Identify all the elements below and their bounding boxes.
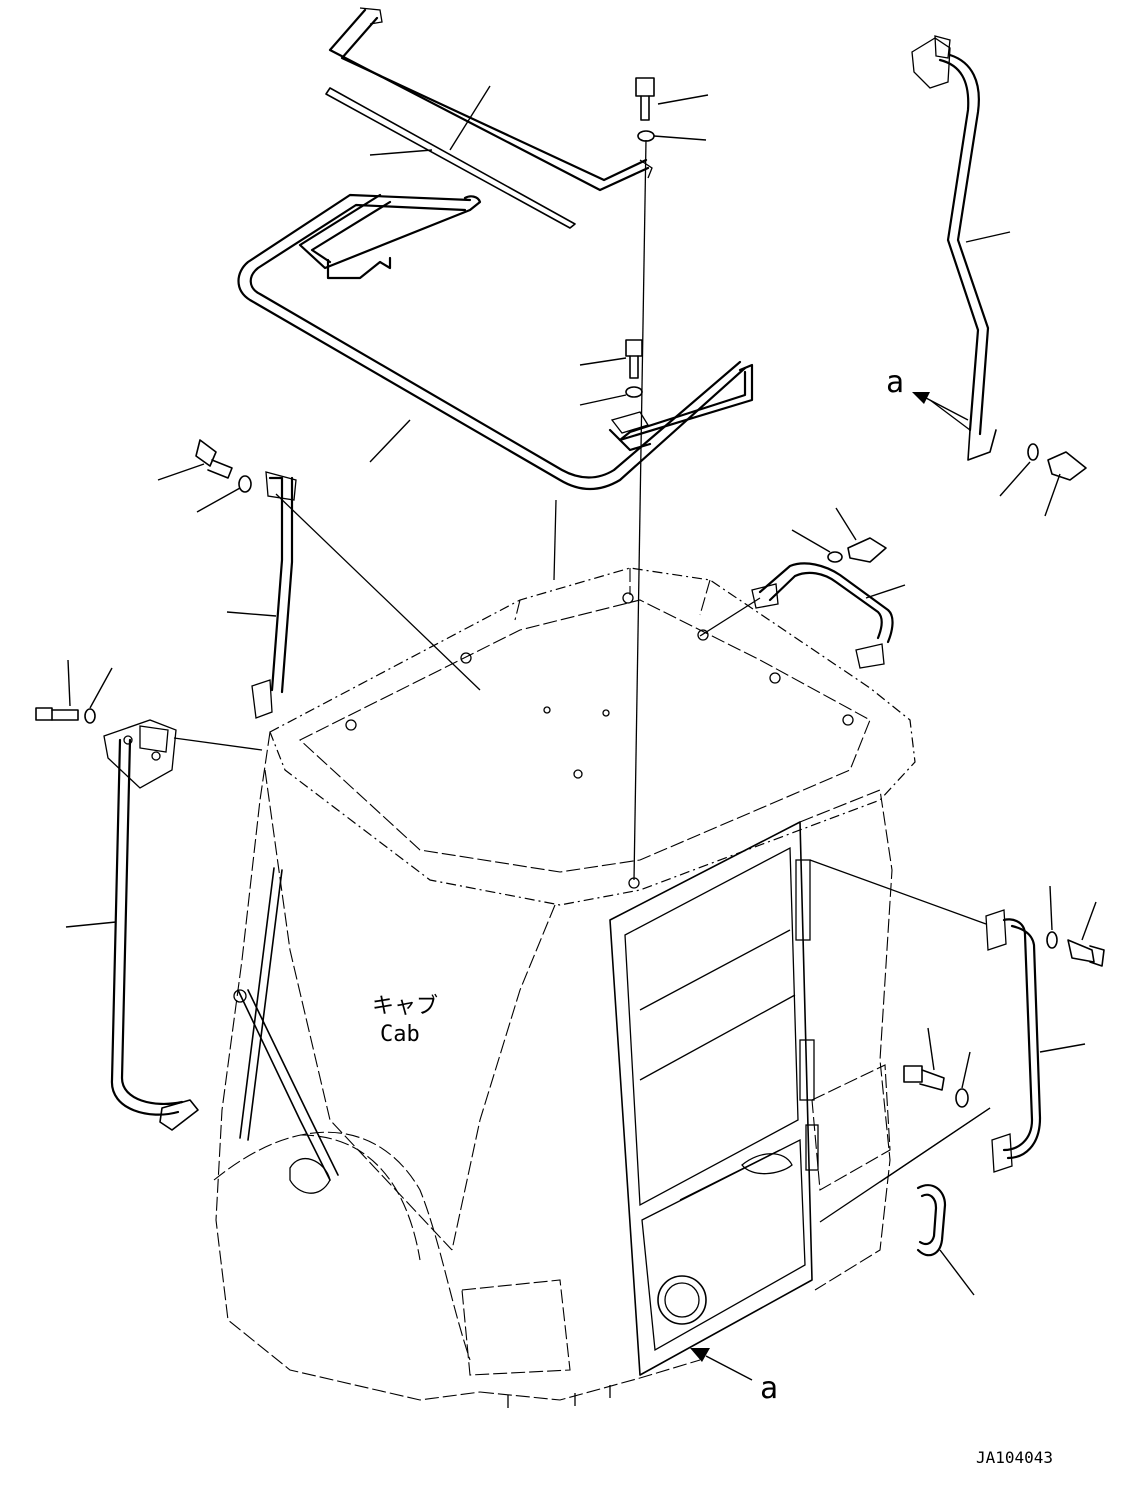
leader-lines [65, 85, 1097, 1296]
bolt-washer-set-center [625, 77, 655, 881]
view-arrow-a-bottom [690, 1348, 753, 1381]
cab-body [213, 567, 916, 1408]
grab-handle-rear-upper [751, 562, 894, 669]
grab-handle-rear-lower [916, 1184, 947, 1257]
front-guard-frame [237, 193, 754, 490]
top-guard-bar [328, 7, 653, 192]
cab-label-jp: キャブ [372, 994, 438, 1019]
handrail-left-upper [251, 471, 297, 719]
handrail-right-side [985, 909, 1042, 1173]
bolt-washer-set-rear-lower [903, 1065, 969, 1108]
view-arrow-a-top [912, 392, 969, 421]
view-label-a-top: a [886, 365, 904, 400]
bolt-washer-set-left-lower [35, 707, 96, 724]
bolt-washer-set-right-top [1027, 443, 1087, 481]
wiper-arm [233, 867, 339, 1194]
cab-label-en: Cab [380, 1022, 420, 1047]
seal-strip [325, 87, 576, 229]
bolt-washer-set-rear-upper [827, 537, 887, 563]
view-label-a-bottom: a [760, 1371, 778, 1406]
drawing-number: JA104043 [976, 1448, 1053, 1467]
bolt-washer-set-left-upper [195, 439, 252, 493]
bolt-washer-set-right-side [1046, 931, 1105, 967]
handrail-left-lower [103, 719, 199, 1131]
handrail-right-top [911, 35, 997, 461]
